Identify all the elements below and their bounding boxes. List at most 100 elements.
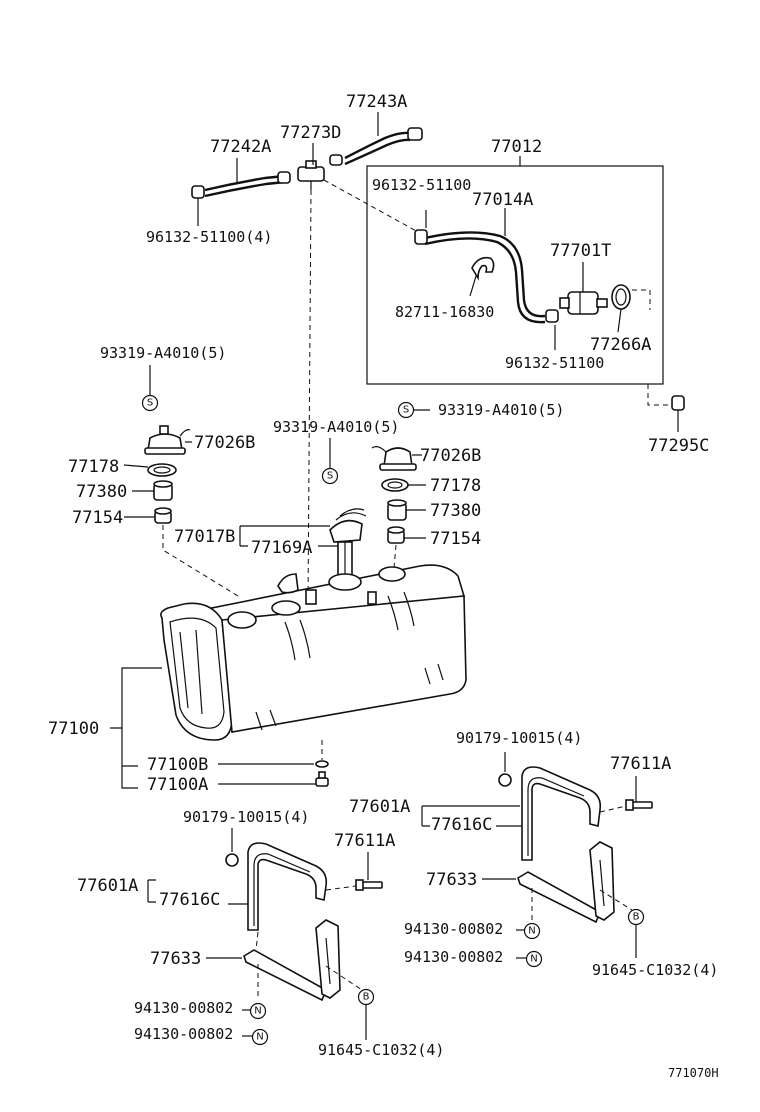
label-77017B: 77017B [174,527,235,547]
label-91645-left: 91645-C1032(4) [318,1041,444,1059]
grommet-77154-right [387,526,405,544]
label-77169A: 77169A [251,538,312,558]
label-94130-left-2: 94130-00802 [134,1025,233,1043]
label-77601A-right: 77601A [349,797,410,817]
label-77273D: 77273D [280,123,341,143]
label-77616C-left: 77616C [159,890,220,910]
dashed-left-sender [162,525,239,597]
bracket-77100 [110,667,162,789]
clamp-82711 [471,256,495,281]
label-77295C: 77295C [648,436,709,456]
label-77242A: 77242A [210,137,271,157]
band-77601A-left [247,842,328,931]
label-96132-51100-b: 96132-51100 [505,354,604,372]
label-77633-left: 77633 [150,949,201,969]
screw-symbol-center: S [321,467,339,485]
bolt-symbol-left: B [357,988,375,1006]
nut-symbol-left-1: N [249,1002,267,1020]
svg-text:B: B [633,912,640,923]
grommet-77154-left [154,507,172,524]
bolt-symbol-right: B [627,908,645,926]
label-77633-right: 77633 [426,870,477,890]
label-90179-left: 90179-10015(4) [183,808,309,826]
svg-text:N: N [528,926,535,937]
hose-77242A [191,171,291,199]
label-77701T: 77701T [550,241,611,261]
svg-text:N: N [254,1006,261,1017]
nut-symbol-right-2: N [525,950,543,968]
cushion-77633-left [243,919,341,1002]
label-77601A-left: 77601A [77,876,138,896]
fuel-tank-77100 [160,564,467,741]
box-77012 [366,165,664,385]
dashed-91645-r [599,889,633,911]
plug-77100A [315,771,329,787]
svg-text:B: B [363,992,370,1003]
label-77012: 77012 [491,137,542,157]
label-96132-51100-4: 96132-51100(4) [146,228,272,246]
diagram-code: 771070H [668,1066,719,1080]
label-91645-right: 91645-C1032(4) [592,961,718,979]
label-93319-A4010-b: 93319-A4010(5) [438,401,564,419]
nut-90179-right [498,773,512,787]
connector-77273D [297,160,325,190]
label-77026B-left: 77026B [194,433,255,453]
label-77154-right: 77154 [430,529,481,549]
label-77154-left: 77154 [72,508,123,528]
label-77380-left: 77380 [76,482,127,502]
bolt-77611A-right [625,799,653,811]
label-94130-right-2: 94130-00802 [404,948,503,966]
dashed-91645-l [325,965,363,991]
label-82711-16830: 82711-16830 [395,303,494,321]
ring-77266A [611,284,631,310]
screw-symbol-right: S [397,401,415,419]
grommet-77380-right [387,499,407,521]
label-77026B-right: 77026B [420,446,481,466]
cushion-77633-right [517,841,615,924]
label-93319-A4010-a: 93319-A4010(5) [100,344,226,362]
svg-text:S: S [403,405,409,416]
grommet-77380-left [153,480,173,501]
label-94130-right-1: 94130-00802 [404,920,503,938]
hose-77014A [414,229,559,324]
label-77178-left: 77178 [68,457,119,477]
band-77601A-right [521,766,602,861]
label-77100B: 77100B [147,755,208,775]
svg-text:N: N [256,1032,263,1043]
label-77266A: 77266A [590,335,651,355]
label-77100A: 77100A [147,775,208,795]
label-77178-right: 77178 [430,476,481,496]
label-94130-left-1: 94130-00802 [134,999,233,1017]
label-96132-51100-a: 96132-51100 [372,176,471,194]
dashed-right-sender [393,544,397,569]
bracket-77017B [239,525,330,547]
leader-82711 [469,275,477,297]
leader-77266A [617,308,622,333]
dashed-77611A-r [599,805,627,813]
gasket-77100B [315,760,329,768]
gauge-77026B-right [371,446,417,471]
label-77611A-left: 77611A [334,831,395,851]
label-77616C-right: 77616C [431,815,492,835]
bracket-77601A-r [421,805,520,827]
label-93319-A4010-c: 93319-A4010(5) [273,418,399,436]
svg-text:S: S [147,398,153,409]
hose-77243A [329,127,423,166]
dashed-77611A-l [325,885,357,891]
gauge-77026B-left [144,425,191,455]
svg-text:N: N [530,954,537,965]
gasket-77178-left [147,463,177,477]
dashed-filter-line [632,289,651,310]
screw-symbol-left: S [141,394,159,412]
bracket-77601A-l [147,879,156,903]
gasket-77178-right [381,478,409,492]
label-77243A: 77243A [346,92,407,112]
label-77611A-right: 77611A [610,754,671,774]
filter-77701T [559,291,608,315]
svg-text:S: S [327,471,333,482]
label-90179-right: 90179-10015(4) [456,729,582,747]
dashed-77295C [647,384,672,406]
label-77100: 77100 [48,719,99,739]
